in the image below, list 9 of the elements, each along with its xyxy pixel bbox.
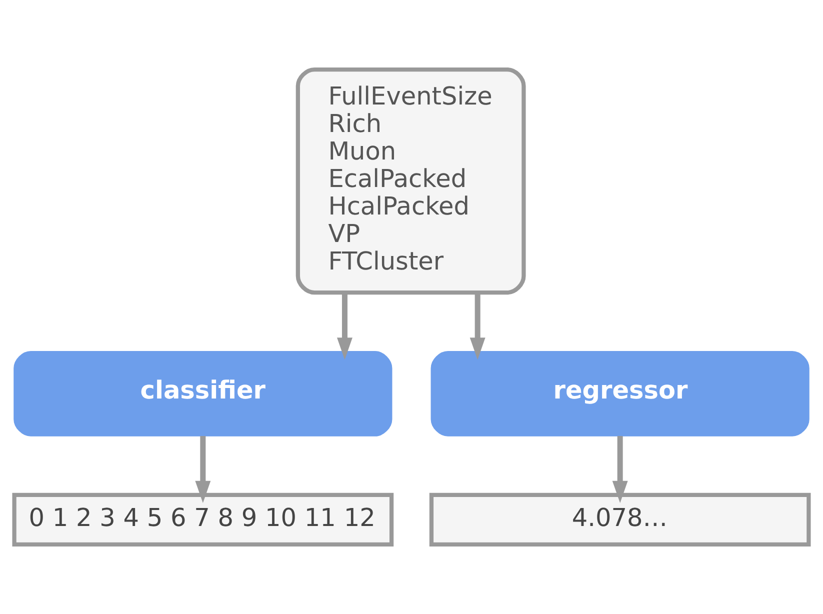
arrow (470, 292, 486, 360)
node-box: 4.078… (429, 492, 811, 547)
arrow (337, 292, 352, 360)
arrow (612, 436, 628, 503)
node-box: FullEventSize Rich Muon EcalPacked HcalPacked VP FTCluster (296, 67, 526, 295)
arrow (195, 436, 211, 503)
node-box: classifier (14, 351, 392, 436)
node-box: 0 1 2 3 4 5 6 7 8 9 10 11 12 (12, 492, 394, 547)
node-box: regressor (430, 351, 810, 436)
